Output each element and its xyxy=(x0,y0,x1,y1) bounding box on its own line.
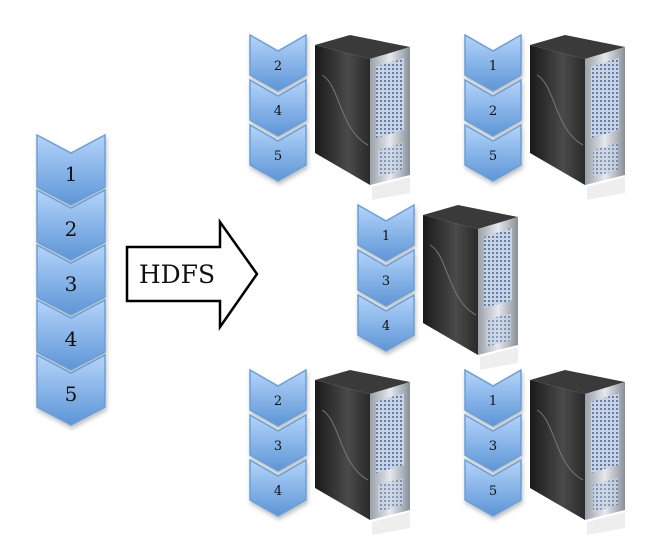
chevron-shape xyxy=(464,33,522,92)
block-number: 2 xyxy=(274,59,282,74)
server-icon xyxy=(530,370,625,535)
chevron-shape xyxy=(464,123,522,182)
block-number: 4 xyxy=(382,319,390,334)
replica-block: 4 xyxy=(357,293,415,352)
block-number: 4 xyxy=(274,484,282,499)
chevron-shape xyxy=(464,458,522,517)
replica-block: 1 xyxy=(357,203,415,262)
data-node: 1 2 5 xyxy=(464,33,625,200)
replica-block: 5 xyxy=(464,123,522,182)
chevron-shape xyxy=(464,78,522,137)
data-node: 2 4 5 xyxy=(249,33,410,200)
data-nodes: 2 4 5 1 2 5 1 3 4 2 3 4 1 3 5 xyxy=(249,33,625,535)
block-number: 3 xyxy=(65,272,78,296)
arrow-shape xyxy=(125,218,259,331)
block-number: 5 xyxy=(489,149,497,164)
source-block: 4 xyxy=(36,298,106,371)
chevron-shape xyxy=(36,188,106,261)
block-number: 1 xyxy=(489,394,497,409)
replica-block: 3 xyxy=(249,413,307,472)
block-number: 1 xyxy=(382,229,390,244)
chevron-shape xyxy=(36,353,106,426)
chevron-shape xyxy=(249,33,307,92)
data-node: 2 3 4 xyxy=(249,368,410,535)
replica-block: 3 xyxy=(357,248,415,307)
chevron-shape xyxy=(357,248,415,307)
chevron-shape xyxy=(249,123,307,182)
hdfs-arrow: HDFS xyxy=(125,218,259,331)
replica-block: 5 xyxy=(249,123,307,182)
data-node: 1 3 5 xyxy=(464,368,625,535)
block-number: 3 xyxy=(274,439,282,454)
chevron-shape xyxy=(36,133,106,206)
server-icon xyxy=(530,35,625,200)
chevron-shape xyxy=(36,243,106,316)
block-number: 1 xyxy=(489,59,497,74)
chevron-shape xyxy=(249,368,307,427)
replica-block: 5 xyxy=(464,458,522,517)
chevron-shape xyxy=(464,413,522,472)
chevron-shape xyxy=(357,203,415,262)
server-icon xyxy=(315,35,410,200)
source-block: 5 xyxy=(36,353,106,426)
block-number: 3 xyxy=(382,274,390,289)
block-number: 4 xyxy=(65,327,78,351)
chevron-shape xyxy=(249,413,307,472)
replica-block: 3 xyxy=(464,413,522,472)
replica-block: 2 xyxy=(249,368,307,427)
server-icon xyxy=(315,370,410,535)
block-number: 1 xyxy=(65,162,78,186)
chevron-shape xyxy=(249,458,307,517)
replica-block: 4 xyxy=(249,78,307,137)
block-number: 5 xyxy=(489,484,497,499)
replica-block: 2 xyxy=(249,33,307,92)
replica-block: 1 xyxy=(464,33,522,92)
chevron-shape xyxy=(249,78,307,137)
block-number: 5 xyxy=(274,149,282,164)
chevron-shape xyxy=(357,293,415,352)
source-file-blocks: 1 2 3 4 5 xyxy=(36,133,106,426)
replica-block: 2 xyxy=(464,78,522,137)
block-number: 2 xyxy=(65,217,78,241)
block-number: 5 xyxy=(65,382,78,406)
block-number: 2 xyxy=(489,104,497,119)
server-icon xyxy=(423,205,518,370)
chevron-shape xyxy=(464,368,522,427)
chevron-shape xyxy=(36,298,106,371)
block-number: 2 xyxy=(274,394,282,409)
source-block: 2 xyxy=(36,188,106,261)
block-number: 4 xyxy=(274,104,282,119)
data-node: 1 3 4 xyxy=(357,203,518,370)
source-block: 1 xyxy=(36,133,106,206)
replica-block: 1 xyxy=(464,368,522,427)
block-number: 3 xyxy=(489,439,497,454)
arrow-label: HDFS xyxy=(139,260,215,289)
source-block: 3 xyxy=(36,243,106,316)
replica-block: 4 xyxy=(249,458,307,517)
